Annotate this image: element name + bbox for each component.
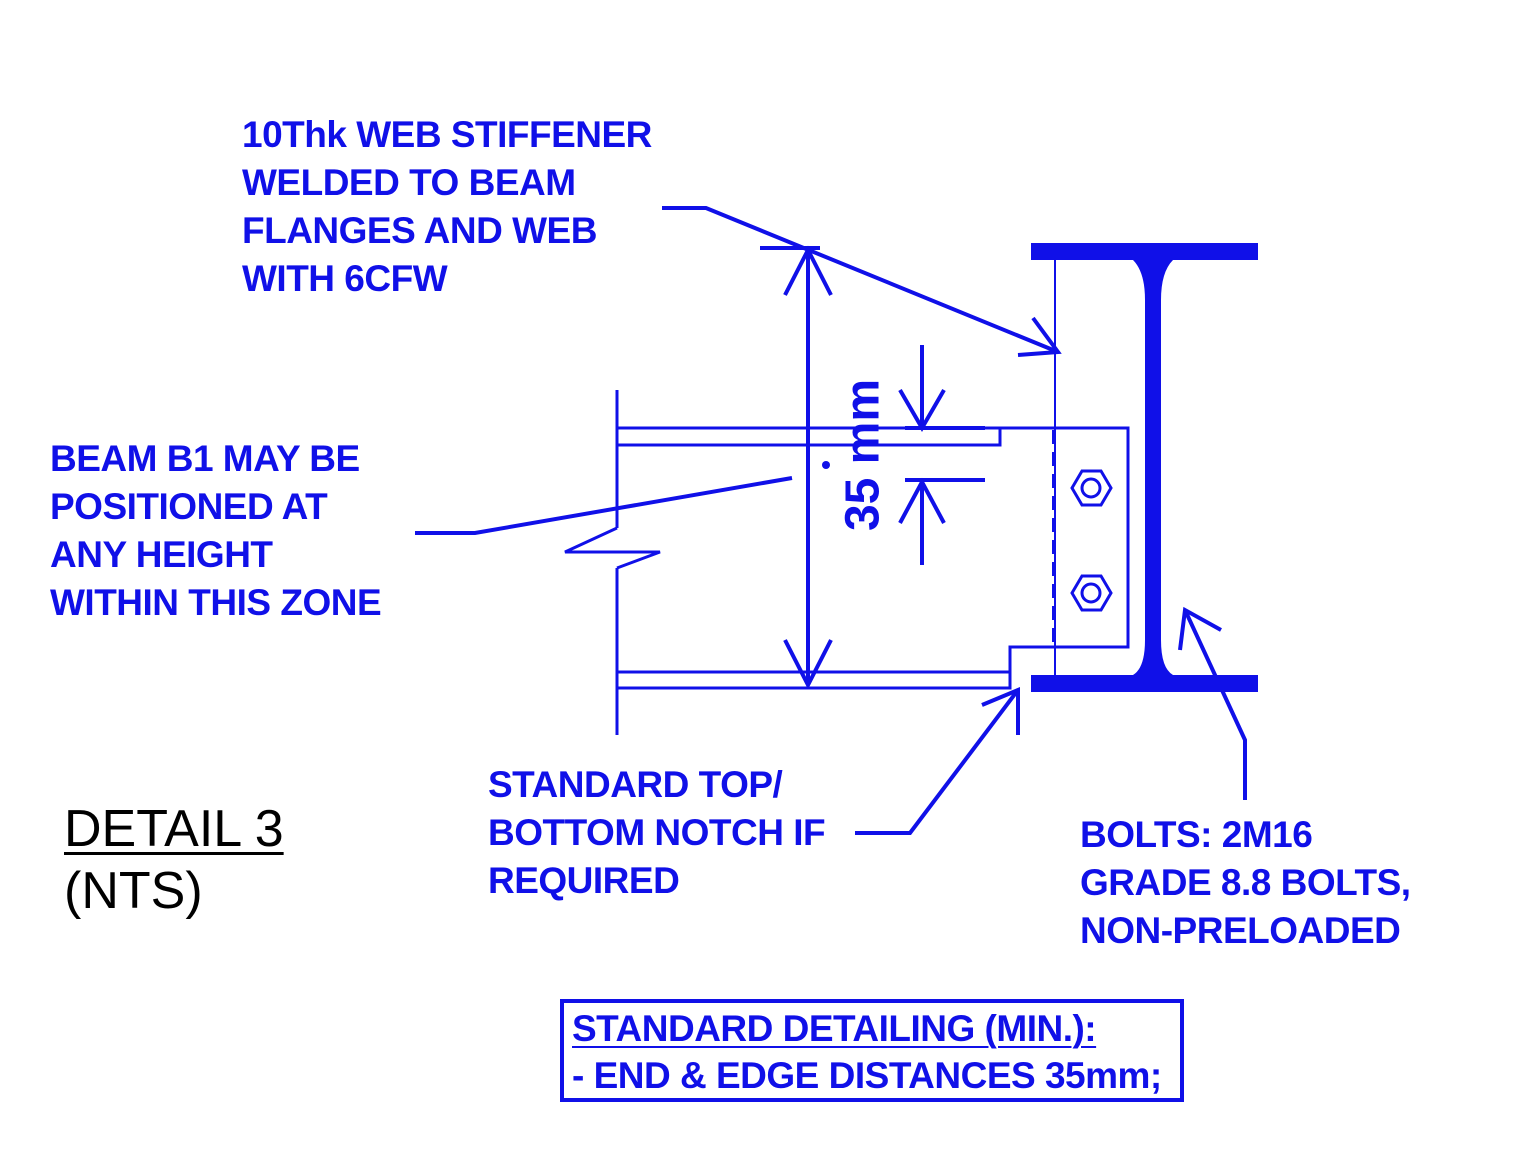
zone-center-dot	[822, 461, 830, 469]
beam-zone-leader	[415, 476, 793, 535]
notch-leader	[855, 687, 1020, 835]
stiffener-note-line: 10Thk WEB STIFFENER	[242, 114, 652, 155]
bolts-note-line: NON-PRELOADED	[1080, 910, 1401, 951]
stiffener-leader	[662, 206, 1062, 357]
notch-note: STANDARD TOP/ BOTTOM NOTCH IF REQUIRED	[488, 761, 826, 905]
bolt-top	[1070, 469, 1113, 507]
column-section	[1031, 243, 1258, 692]
beam-zone-note-line: POSITIONED AT	[50, 486, 328, 527]
edge-distance-dimension	[898, 345, 985, 565]
edge-distance-label: 35 mm	[836, 378, 890, 532]
detail-title-scale: (NTS)	[64, 862, 203, 920]
bolts-note-line: BOLTS: 2M16	[1080, 814, 1313, 855]
detailing-notes-line: - END & EDGE DISTANCES 35mm;	[572, 1055, 1162, 1096]
bolt-bottom	[1070, 574, 1113, 612]
zone-dimension	[760, 245, 833, 690]
beam-zone-note-line: ANY HEIGHT	[50, 534, 273, 575]
beam-zone-note: BEAM B1 MAY BE POSITIONED AT ANY HEIGHT …	[50, 435, 382, 627]
detail-title: DETAIL 3 (NTS)	[64, 798, 284, 922]
bolts-note-line: GRADE 8.8 BOLTS,	[1080, 862, 1411, 903]
detailing-notes-box: STANDARD DETAILING (MIN.): - END & EDGE …	[560, 999, 1184, 1102]
column-top-flange	[1031, 243, 1258, 260]
notch-note-line: REQUIRED	[488, 860, 680, 901]
stiffener-note-line: FLANGES AND WEB	[242, 210, 597, 251]
column-bottom-flange	[1031, 675, 1258, 692]
beam-zone-note-line: BEAM B1 MAY BE	[50, 438, 360, 479]
detailing-notes-heading: STANDARD DETAILING (MIN.):	[572, 1008, 1097, 1049]
notch-note-line: BOTTOM NOTCH IF	[488, 812, 826, 853]
beam-zone-note-line: WITHIN THIS ZONE	[50, 582, 382, 623]
stiffener-note: 10Thk WEB STIFFENER WELDED TO BEAM FLANG…	[242, 111, 652, 303]
column-web	[1133, 260, 1173, 675]
stiffener-note-line: WELDED TO BEAM	[242, 162, 576, 203]
fin-plate	[1000, 426, 1130, 649]
notch-note-line: STANDARD TOP/	[488, 764, 783, 805]
bolts-leader	[1178, 606, 1247, 800]
bolts-note: BOLTS: 2M16 GRADE 8.8 BOLTS, NON-PRELOAD…	[1080, 811, 1411, 955]
stiffener-note-line: WITH 6CFW	[242, 258, 448, 299]
detail-title-main: DETAIL 3	[64, 800, 284, 858]
